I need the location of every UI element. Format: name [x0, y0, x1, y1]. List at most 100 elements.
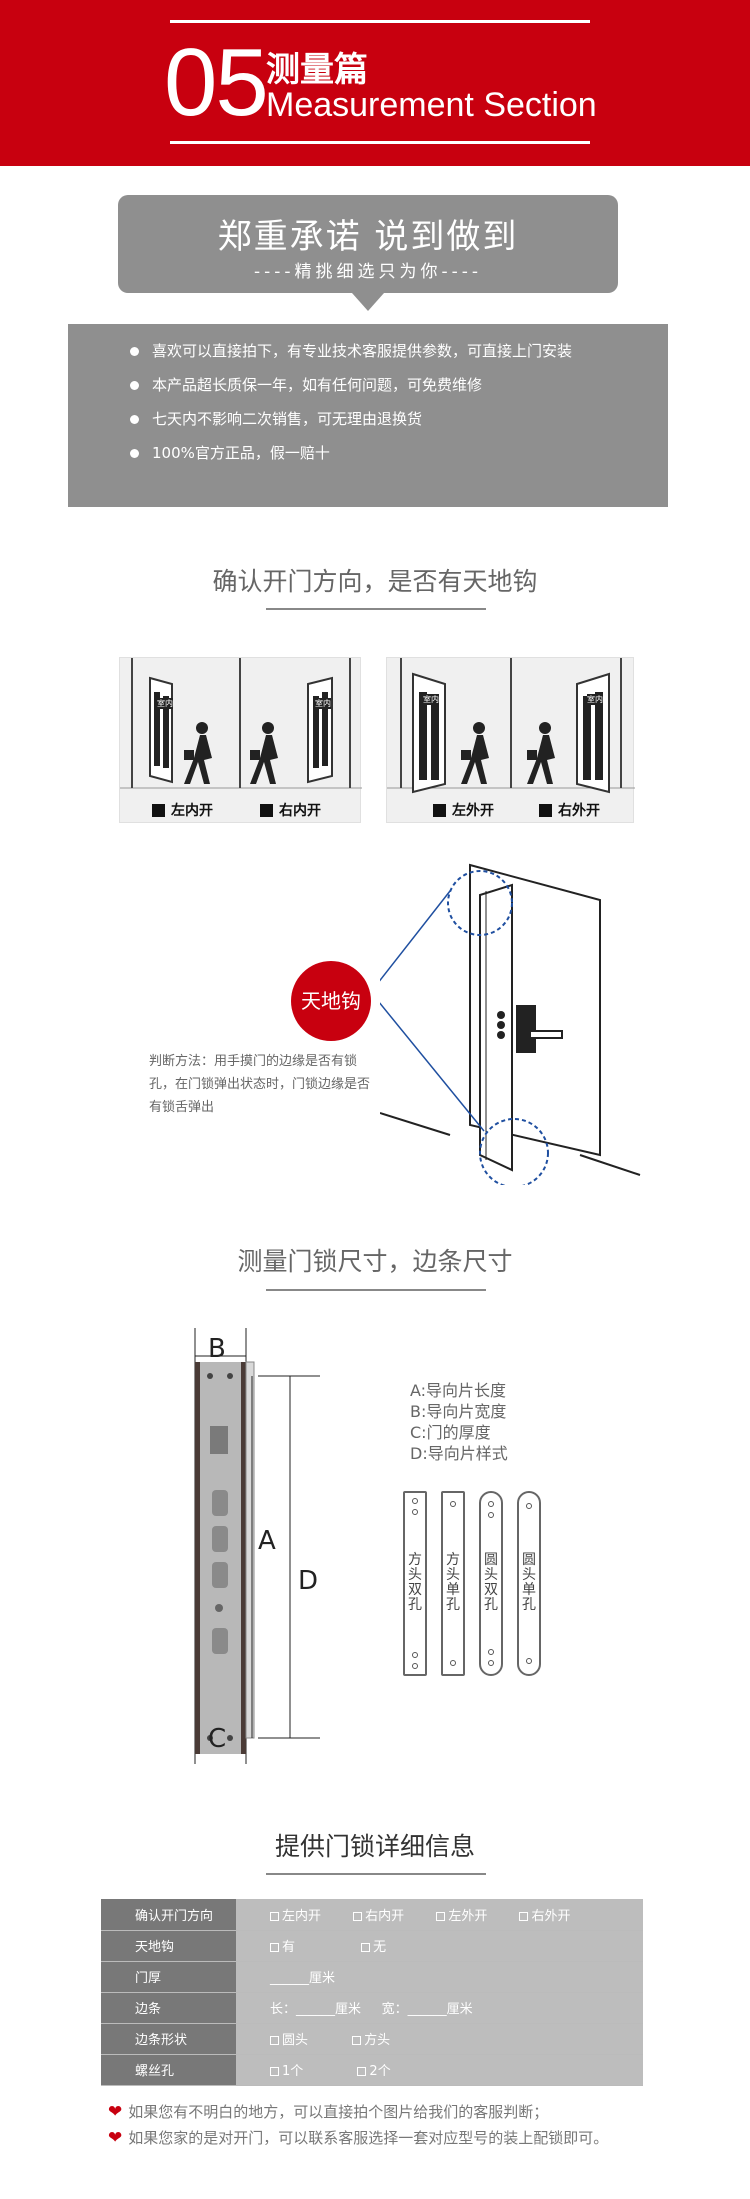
hook-badge: 天地钩 — [291, 961, 371, 1041]
plate-hole — [488, 1501, 494, 1507]
row-value: 左内开 右内开 左外开 右外开 — [236, 1899, 643, 1931]
dim-letter-a: A — [258, 1526, 276, 1556]
door-outward-illustration — [387, 658, 635, 794]
checkbox-icon[interactable] — [519, 1911, 529, 1921]
benefit-item: 喜欢可以直接拍下，有专业技术客服提供参数，可直接上门安装 — [130, 340, 600, 362]
checkbox-icon[interactable] — [361, 1943, 371, 1952]
option-checkbox[interactable]: 有 — [270, 1936, 295, 1955]
plate-label: 方头单孔 — [446, 1552, 460, 1613]
plate-hole — [412, 1663, 418, 1669]
option-checkbox[interactable]: 圆头 — [270, 2029, 308, 2048]
dim-c-text: C:门的厚度 — [410, 1423, 491, 1442]
dim-letter-c: C — [208, 1724, 227, 1754]
heart-icon: ❤ — [108, 2102, 123, 2122]
dim-b-text: B:导向片宽度 — [410, 1402, 507, 1421]
dim-a-text: A:导向片长度 — [410, 1381, 507, 1400]
table-row: 边条形状 圆头 方头 — [101, 2023, 643, 2055]
checkbox-icon[interactable] — [357, 2067, 367, 2076]
section-number: 05 — [164, 29, 269, 136]
promise-box: 郑重承诺 说到做到 ----精挑细选只为你---- — [118, 195, 618, 311]
benefits-list: 喜欢可以直接拍下，有专业技术客服提供参数，可直接上门安装 本产品超长质保一年，如… — [68, 324, 668, 507]
checkbox-icon[interactable] — [270, 2067, 279, 2076]
table-row: 门厚 ______厘米 — [101, 1961, 643, 1993]
tag-indoor-left-outward: 室内 — [423, 694, 439, 705]
tag-indoor-right-outward: 室内 — [587, 694, 603, 705]
label-left-inward: 左内开 — [152, 800, 213, 820]
section3-underline — [266, 1873, 486, 1875]
plate-hole — [488, 1660, 494, 1666]
plate-hole — [450, 1501, 456, 1507]
label-right-inward: 右内开 — [260, 800, 321, 820]
benefit-item: 本产品超长质保一年，如有任何问题，可免费维修 — [130, 374, 600, 396]
checkbox-icon[interactable] — [352, 2036, 362, 2045]
benefit-item: 七天内不影响二次销售，可无理由退换货 — [130, 408, 600, 430]
plate-hole — [450, 1660, 456, 1666]
door-inward-illustration — [120, 658, 362, 789]
row-key: 螺丝孔 — [101, 2054, 236, 2086]
option-checkbox[interactable]: 右内开 — [353, 1905, 404, 1924]
door-image-inward: 左内开 右内开 室内 室内 — [119, 657, 362, 823]
section2-underline — [266, 1289, 486, 1291]
benefit-item: 100%官方正品，假一赔十 — [130, 442, 600, 464]
checkbox-icon[interactable] — [436, 1911, 446, 1921]
row-key: 门厚 — [101, 1961, 236, 1993]
row-value[interactable]: ______厘米 — [236, 1961, 643, 1993]
plate-label: 方头双孔 — [408, 1552, 422, 1613]
heart-icon: ❤ — [108, 2128, 123, 2148]
lock-info-table: 确认开门方向 左内开 右内开 左外开 右外开 天地钩 有 无 门厚 ______… — [101, 1899, 643, 2086]
note-item: ❤如果您家的是对开门，可以联系客服选择一套对应型号的装上配锁即可。 — [108, 2128, 609, 2148]
section1-title: 确认开门方向，是否有天地钩 — [212, 567, 538, 596]
table-row: 确认开门方向 左内开 右内开 左外开 右外开 — [101, 1899, 643, 1931]
row-key: 确认开门方向 — [101, 1899, 236, 1931]
promise-arrow — [352, 293, 384, 311]
plate-label: 圆头双孔 — [484, 1552, 498, 1613]
plate-round-single: 圆头单孔 — [517, 1491, 541, 1676]
footer-notes: ❤如果您有不明白的地方，可以直接拍个图片给我们的客服判断； ❤如果您家的是对开门… — [108, 2099, 608, 2151]
promise-subtitle: ----精挑细选只为你---- — [253, 262, 483, 282]
note-item: ❤如果您有不明白的地方，可以直接拍个图片给我们的客服判断； — [108, 2102, 549, 2122]
checkbox-icon[interactable] — [353, 1911, 363, 1921]
label-right-outward: 右外开 — [539, 800, 600, 820]
option-checkbox[interactable]: 右外开 — [519, 1905, 570, 1924]
option-checkbox[interactable]: 方头 — [352, 2029, 390, 2048]
section2-title: 测量门锁尺寸，边条尺寸 — [237, 1247, 513, 1276]
label-left-outward: 左外开 — [433, 800, 494, 820]
row-key: 边条形状 — [101, 2023, 236, 2055]
section1-underline — [266, 608, 486, 610]
door-hook-illustration — [380, 863, 641, 1185]
promise-title: 郑重承诺 说到做到 — [217, 217, 519, 257]
lock-body-diagram — [194, 1328, 320, 1764]
row-key: 边条 — [101, 1992, 236, 2024]
table-row: 螺丝孔 1个 2个 — [101, 2054, 643, 2086]
plate-round-double: 圆头双孔 — [479, 1491, 503, 1676]
option-checkbox[interactable]: 1个 — [270, 2060, 303, 2079]
plate-hole — [412, 1509, 418, 1515]
dim-letter-d: D — [298, 1566, 319, 1596]
section-title-en: Measurement Section — [266, 86, 597, 124]
dim-letter-b: B — [208, 1334, 226, 1364]
plate-hole — [526, 1658, 532, 1664]
option-checkbox[interactable]: 无 — [361, 1936, 386, 1955]
door-image-outward: 左外开 右外开 室内 室内 — [386, 657, 635, 823]
hook-judge-note: 判断方法：用手摸门的边缘是否有锁孔，在门锁弹出状态时，门锁边缘是否有锁舌弹出 — [149, 1054, 371, 1115]
option-checkbox[interactable]: 左外开 — [436, 1905, 487, 1924]
tag-indoor-right: 室内 — [315, 698, 331, 709]
checkbox-icon[interactable] — [270, 1911, 279, 1921]
row-value[interactable]: 长：______厘米 宽：______厘米 — [236, 1992, 643, 2024]
dim-d-text: D:导向片样式 — [410, 1444, 508, 1463]
header-banner: 05 测量篇 Measurement Section — [0, 0, 750, 166]
plate-hole — [526, 1503, 532, 1509]
option-checkbox[interactable]: 左内开 — [270, 1905, 321, 1924]
row-value: 圆头 方头 — [236, 2023, 643, 2055]
plate-hole — [412, 1652, 418, 1658]
checkbox-icon[interactable] — [270, 2036, 279, 2045]
checkbox-icon[interactable] — [270, 1943, 279, 1952]
row-value: 有 无 — [236, 1930, 643, 1962]
option-checkbox[interactable]: 2个 — [357, 2060, 391, 2079]
plate-square-double: 方头双孔 — [403, 1491, 427, 1676]
header-bottom-rule — [170, 141, 590, 144]
table-row: 天地钩 有 无 — [101, 1930, 643, 1962]
row-value: 1个 2个 — [236, 2054, 643, 2086]
section3-title: 提供门锁详细信息 — [274, 1832, 475, 1861]
plate-square-single: 方头单孔 — [441, 1491, 465, 1676]
